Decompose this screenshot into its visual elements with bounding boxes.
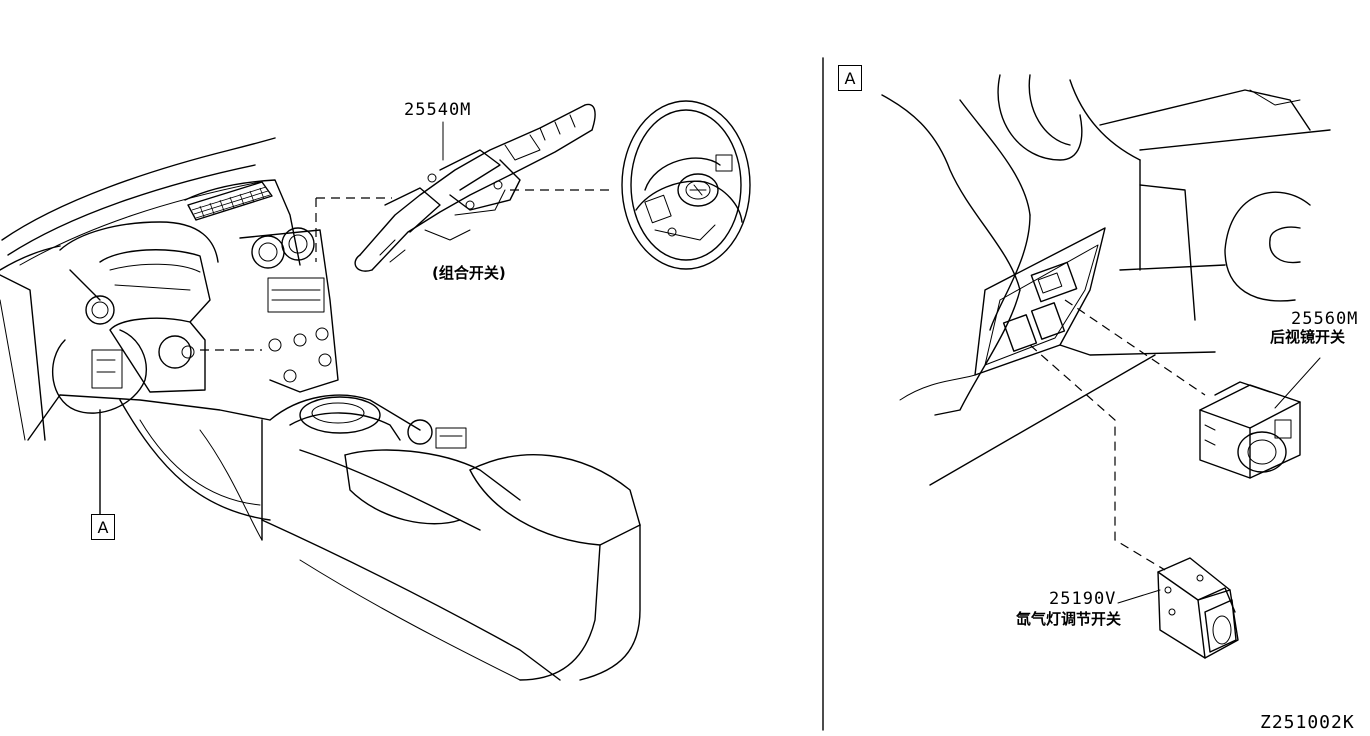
mirror-switch-drawing (1199, 381, 1301, 479)
detail-a-drawing (881, 74, 1331, 604)
drawing-code: Z251002K (1260, 712, 1355, 733)
part-number-25540m: 25540M (404, 100, 472, 120)
part-name-xenon-leveling-switch: 氙气灯调节开关 (1016, 610, 1122, 628)
part-number-25560m: 25560M (1291, 309, 1359, 329)
view-ref-a-left: A (91, 514, 115, 540)
view-ref-a-right: A (838, 65, 862, 91)
part-name-combination-switch: (组合开关) (432, 264, 506, 282)
steering-wheel-drawing (621, 100, 751, 270)
xenon-switch-drawing (1157, 557, 1239, 659)
dashboard-overview-drawing (0, 137, 641, 681)
part-number-25190v: 25190V (1049, 589, 1117, 609)
part-name-mirror-switch: 后视镜开关 (1270, 328, 1346, 346)
combination-switch-drawing (354, 103, 596, 272)
